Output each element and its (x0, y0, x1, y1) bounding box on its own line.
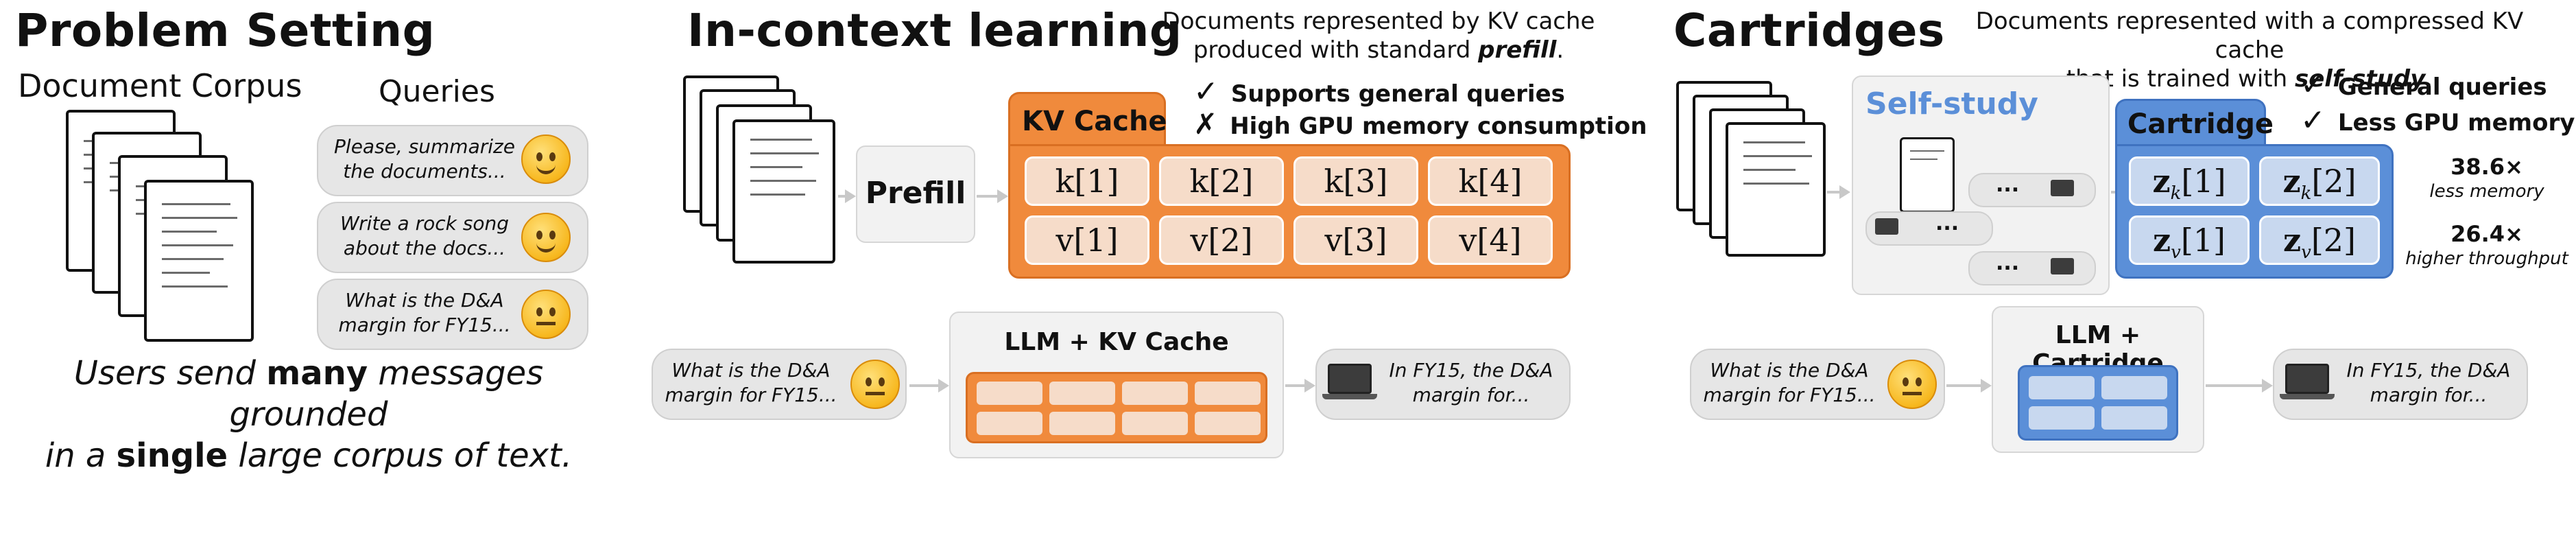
problem-setting-title: Problem Setting (15, 4, 436, 57)
mini-cache-cell (1049, 382, 1115, 405)
ellipsis: ... (1996, 251, 2020, 275)
cartridge-label: Cartridge (2127, 108, 2274, 140)
check-icon: ✓ (2300, 67, 2326, 102)
icl-subtitle: Documents represented by KV cache produc… (1162, 8, 1595, 64)
mini-cache-cell (1049, 412, 1115, 435)
kv-cache-label: KV Cache (1022, 106, 1167, 137)
prefill-label: Prefill (865, 176, 966, 211)
mini-cache-cell (977, 382, 1042, 405)
mini-cartridge-cell (2101, 406, 2167, 430)
k-cell: k[1] (1025, 156, 1149, 206)
arrow (2206, 379, 2273, 393)
stat-throughput-label: higher throughput (2405, 248, 2568, 269)
z-cell: zk[1] (2129, 156, 2250, 206)
icl-title: In-context learning (687, 4, 1182, 57)
stat-memory-value: 38.6× (2450, 154, 2523, 180)
llm-kv-label: LLM + KV Cache (1004, 328, 1229, 356)
document-icon (732, 119, 835, 264)
document-corpus-label: Document Corpus (18, 67, 302, 104)
mini-cartridge-cell (2029, 406, 2095, 430)
stat-memory-label: less memory (2429, 181, 2544, 202)
thinking-face-emoji (850, 360, 900, 409)
icl-con-1: ✗High GPU memory consumption (1193, 107, 1647, 141)
kv-cache-tab (1008, 92, 1166, 154)
mini-cache-cell (1122, 382, 1188, 405)
v-cell: v[3] (1293, 215, 1418, 265)
answer-bubble: In FY15, the D&A margin for... (2273, 349, 2528, 420)
laptop-icon (2285, 364, 2329, 394)
laptop-icon (2051, 180, 2074, 196)
mini-cache-cell (977, 412, 1042, 435)
laptop-icon (1328, 364, 1372, 394)
smiling-face-emoji (521, 213, 571, 262)
prefill-box (856, 145, 975, 243)
k-cell: k[4] (1428, 156, 1553, 206)
laptop-icon (1875, 218, 1898, 235)
document-icon (1900, 137, 1955, 213)
mini-cartridge-cell (2029, 376, 2095, 399)
z-cell: zk[2] (2259, 156, 2380, 206)
arrow (977, 189, 1008, 203)
arrow (838, 189, 856, 203)
laptop-icon (2051, 258, 2074, 274)
v-cell: v[1] (1025, 215, 1149, 265)
grinning-face-emoji (521, 134, 571, 184)
cart-pro-1: ✓General queries (2300, 67, 2547, 102)
ellipsis: ... (1996, 173, 2020, 197)
arrow (1827, 185, 1850, 199)
z-cell: zv[1] (2129, 215, 2250, 265)
laptop-base (1322, 394, 1377, 399)
mini-cache-cell (1195, 412, 1261, 435)
query-bubble: What is the D&A margin for FY15... (1690, 349, 1945, 420)
k-cell: k[2] (1159, 156, 1284, 206)
document-icon (144, 180, 254, 342)
stat-throughput-value: 26.4× (2450, 221, 2523, 247)
cross-icon: ✗ (1193, 107, 1218, 141)
check-icon: ✓ (1193, 74, 1219, 109)
mini-cache-cell (1195, 382, 1261, 405)
thinking-face-emoji (1887, 360, 1937, 409)
mini-cartridge-cell (2101, 376, 2167, 399)
arrow (1946, 379, 1992, 393)
query-bubble: What is the D&A margin for FY15... (652, 349, 907, 420)
mini-cache-cell (1122, 412, 1188, 435)
queries-label: Queries (379, 74, 495, 109)
z-cell: zv[2] (2259, 215, 2380, 265)
k-cell: k[3] (1293, 156, 1418, 206)
check-icon: ✓ (2300, 103, 2326, 138)
cart-pro-2: ✓Less GPU memory (2300, 103, 2575, 138)
ellipsis: ... (1935, 211, 1959, 235)
v-cell: v[2] (1159, 215, 1284, 265)
self-study-label: Self-study (1865, 86, 2038, 121)
chat-pill (1968, 173, 2096, 207)
cartridges-title: Cartridges (1673, 4, 1945, 57)
thinking-face-emoji (521, 290, 571, 339)
icl-pro-1: ✓Supports general queries (1193, 74, 1565, 109)
arrow (1285, 379, 1315, 393)
chat-pill (1968, 251, 2096, 285)
document-icon (1726, 122, 1826, 257)
v-cell: v[4] (1428, 215, 1553, 265)
arrow (909, 379, 949, 393)
laptop-base (2280, 394, 2335, 399)
problem-caption: Users send many messages grounded in a s… (45, 354, 573, 475)
